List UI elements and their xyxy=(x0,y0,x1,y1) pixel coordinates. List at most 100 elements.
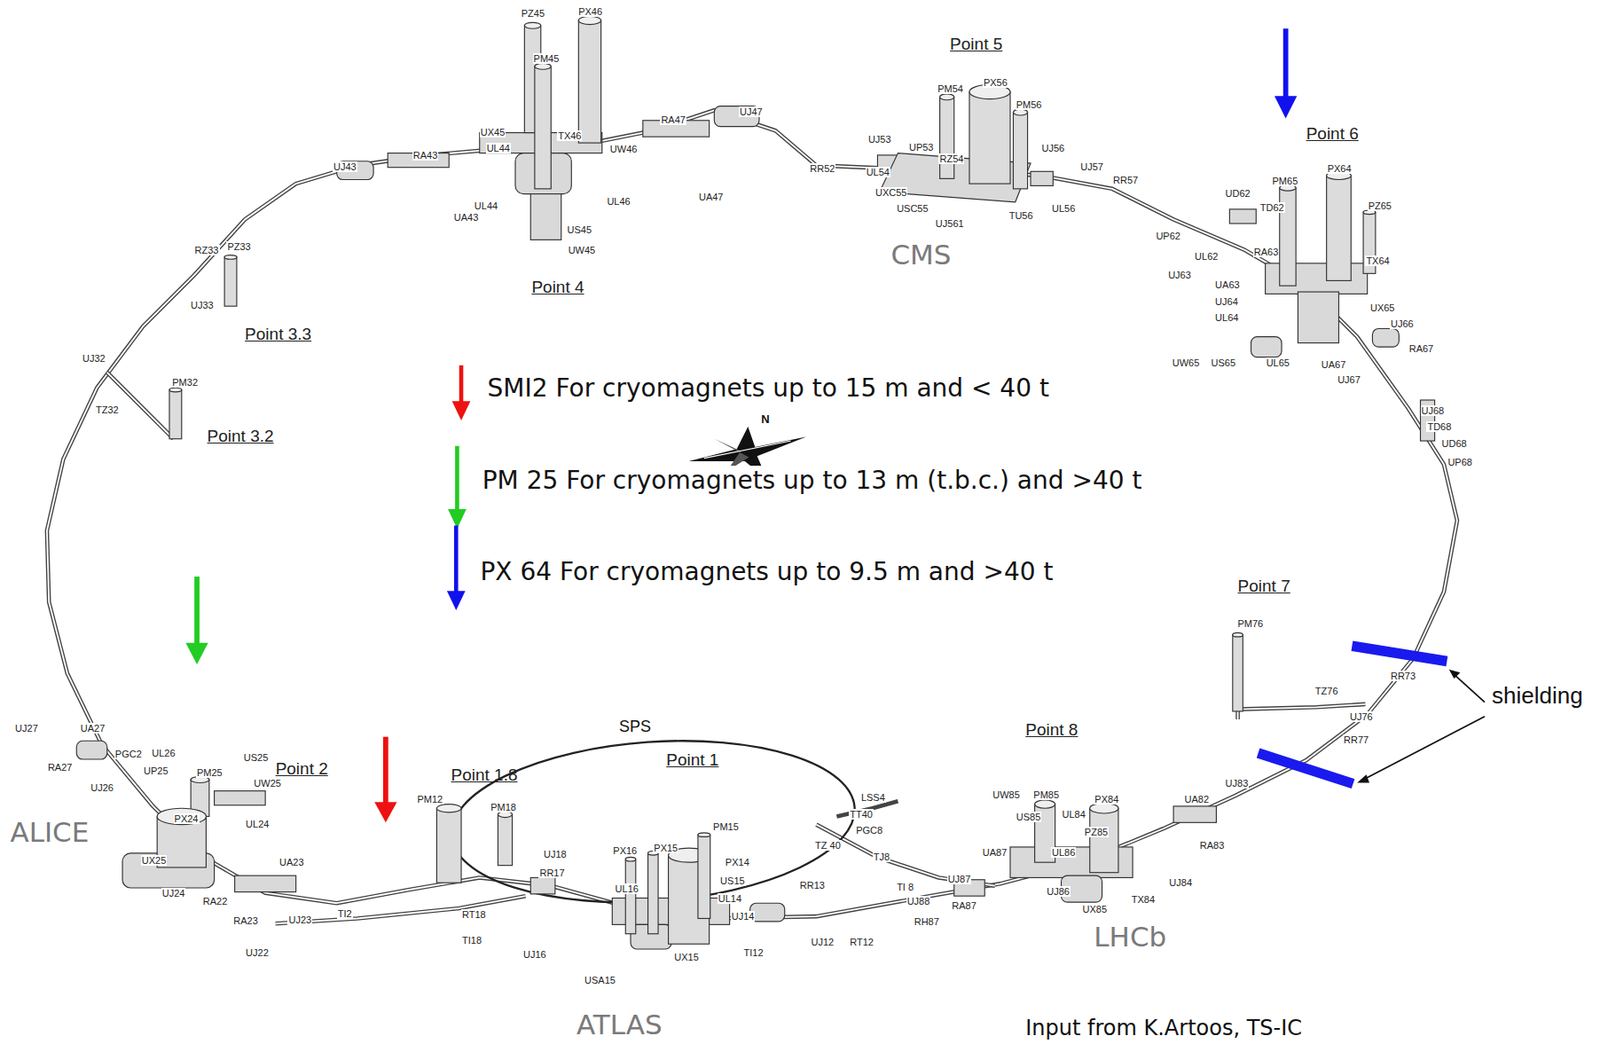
structure-label: UX85 xyxy=(1082,903,1109,915)
structure-label: UX65 xyxy=(1369,302,1397,314)
structure-label: PZ45 xyxy=(520,7,546,19)
leader-head xyxy=(1356,774,1370,783)
structure-label: UJ76 xyxy=(1349,711,1374,722)
structure-label: PX84 xyxy=(1093,793,1120,805)
point-label: Point 1.8 xyxy=(451,765,518,785)
structure-label: UJ561 xyxy=(934,218,965,229)
structure-label: UW45 xyxy=(567,244,597,256)
structure-label: UW65 xyxy=(1171,357,1201,369)
structure-label: UJ32 xyxy=(81,352,107,364)
structure-label: TX64 xyxy=(1364,255,1390,267)
structure-label: UJ33 xyxy=(189,299,215,311)
structure-label: RZ33 xyxy=(194,244,220,256)
structure-label: PM12 xyxy=(415,793,444,805)
point-label: Point 3.3 xyxy=(244,324,312,345)
gallery-inner xyxy=(1238,704,1366,720)
legend-arrow xyxy=(454,525,459,597)
structure-label: PGC2 xyxy=(114,748,143,760)
structure-label: PM15 xyxy=(712,821,740,832)
structure-label: PM25 xyxy=(196,767,224,778)
structure-label: UL44 xyxy=(473,200,499,212)
structure-label: UJ12 xyxy=(810,936,836,948)
shielding xyxy=(1258,645,1485,784)
shaft xyxy=(1090,807,1119,872)
transfer-line-inner xyxy=(815,824,995,887)
structure-label: PZ85 xyxy=(1083,826,1109,838)
structure-label: RA43 xyxy=(412,149,440,161)
structure-label: TD68 xyxy=(1426,421,1452,432)
structure-label: PX14 xyxy=(724,856,751,868)
legend-head xyxy=(447,590,466,611)
legend-text: PM 25 For cryomagnets up to 13 m (t.b.c.… xyxy=(479,465,1146,495)
structure-label: UJ68 xyxy=(1420,405,1446,416)
marker-arrow xyxy=(194,576,200,650)
shaft-top xyxy=(698,832,711,838)
structure-label: PZ65 xyxy=(1367,200,1393,212)
structure-label: PZ33 xyxy=(226,241,251,252)
marker-arrow xyxy=(383,737,389,809)
structure-label: UL46 xyxy=(605,196,631,207)
shaft xyxy=(224,257,237,306)
structure-label: TI 8 xyxy=(895,881,915,893)
shaft xyxy=(578,20,601,143)
marker-arrow xyxy=(1283,28,1289,102)
credit-note: Input from K.Artoos, TS-IC xyxy=(1025,1015,1302,1041)
shaft xyxy=(940,96,955,179)
structure-label: US15 xyxy=(719,875,746,887)
point-label: Point 4 xyxy=(531,277,584,298)
structure-label: UA63 xyxy=(1214,279,1241,291)
cavern xyxy=(235,875,297,892)
structure-label: RT12 xyxy=(848,936,875,948)
shaft xyxy=(169,390,182,440)
structure-label: UL54 xyxy=(865,166,891,178)
structure-label: UW85 xyxy=(991,789,1021,800)
structure-label: UL86 xyxy=(1050,847,1076,858)
cavern xyxy=(1229,209,1256,224)
structure-label: UJ26 xyxy=(89,782,115,793)
structure-label: US65 xyxy=(1210,357,1238,369)
structure-label: PM32 xyxy=(171,376,199,388)
structure-label: RA63 xyxy=(1253,246,1280,258)
structure-label: US85 xyxy=(1015,811,1043,823)
cavern xyxy=(76,740,108,760)
shaft xyxy=(969,92,1011,185)
structure-label: PM65 xyxy=(1271,175,1300,187)
structure-label: RR73 xyxy=(1389,670,1417,682)
structure-label: UX45 xyxy=(479,126,507,138)
legend-text: SMI2 For cryomagnets up to 15 m and < 40… xyxy=(484,373,1051,403)
structure-label: RT18 xyxy=(461,909,487,920)
structure-label: US45 xyxy=(566,224,594,236)
transfer-line xyxy=(815,824,995,887)
structure-label: UJ84 xyxy=(1168,877,1193,888)
structure-label: RA22 xyxy=(202,895,229,907)
structure-label: RA87 xyxy=(950,900,978,911)
caverns xyxy=(76,106,1435,950)
structure-label: PM18 xyxy=(489,801,518,813)
structure-label: PX15 xyxy=(652,842,679,854)
structure-label: UJ24 xyxy=(161,887,187,899)
structure-label: UJ67 xyxy=(1336,374,1362,385)
structure-label: UL26 xyxy=(150,747,176,759)
shaft-top xyxy=(156,807,206,824)
structure-label: UJ43 xyxy=(332,161,358,173)
shaft-top xyxy=(224,255,237,260)
shaft-top xyxy=(940,94,955,101)
structure-label: PX46 xyxy=(577,6,604,17)
structure-label: PX64 xyxy=(1326,163,1353,174)
structure-label: UA47 xyxy=(698,191,725,203)
point-label: Point 7 xyxy=(1238,576,1291,597)
structure-label: PX16 xyxy=(611,845,638,856)
structure-label: UX15 xyxy=(673,951,700,963)
structure-label: PX24 xyxy=(173,813,200,824)
structure-label: TU56 xyxy=(1008,210,1035,221)
structure-label: TI2 xyxy=(337,908,353,919)
structure-label: RR17 xyxy=(538,867,565,879)
structure-label: UL64 xyxy=(1214,312,1240,323)
structure-label: RR13 xyxy=(799,879,826,891)
shaft xyxy=(625,859,636,934)
structure-label: PM45 xyxy=(533,53,561,64)
structure-label: TJ8 xyxy=(872,851,891,863)
shaft-top xyxy=(578,15,601,24)
structure-label: TD62 xyxy=(1259,202,1286,213)
structure-label: UJ14 xyxy=(730,910,756,922)
